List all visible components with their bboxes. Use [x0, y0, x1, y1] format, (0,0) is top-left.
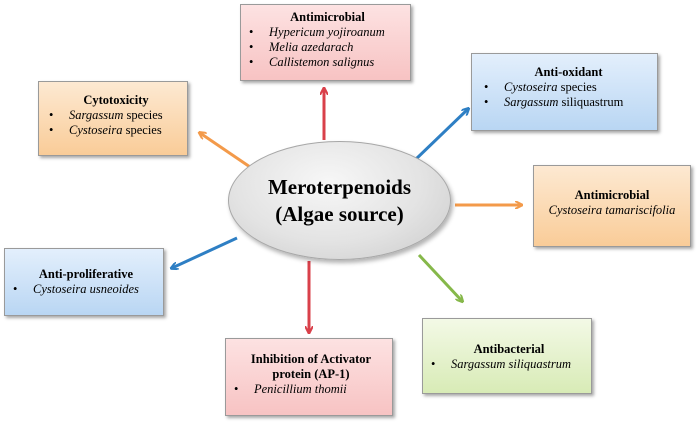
antimicrobial-right-title: Antimicrobial [574, 188, 650, 202]
list-item: •Sargassum species [49, 108, 163, 122]
antiproliferative-box: Anti-proliferative •Cystoseira usneoides [4, 248, 164, 316]
antimicrobial-top-title: Antimicrobial [290, 10, 365, 24]
antioxidant-box: Anti-oxidant •Cystoseira species •Sargas… [471, 53, 658, 131]
list-item: •Cystoseira species [49, 123, 162, 137]
center-title-line2: (Algae source) [275, 201, 404, 226]
list-item: •Melia azedarach [249, 40, 354, 54]
cytotoxicity-box: Cytotoxicity •Sargassum species •Cystose… [38, 81, 188, 156]
antibacterial-title: Antibacterial [473, 342, 545, 356]
antimicrobial-right-species: Cystoseira tamariscifolia [548, 203, 676, 217]
inhibition-box: Inhibition of Activator protein (AP-1) •… [225, 338, 393, 416]
list-item: •Hypericum yojiroanum [249, 25, 385, 39]
list-item: •Sargassum siliquastrum [484, 95, 624, 109]
list-item: •Callistemon salignus [249, 55, 375, 69]
antioxidant-title: Anti-oxidant [534, 65, 603, 79]
antibacterial-box: Antibacterial •Sargassum siliquastrum [422, 318, 592, 394]
arrow-to-antibacterial [417, 253, 462, 301]
center-title-line1: Meroterpenoids [267, 174, 412, 199]
arrow-to-antioxidant [413, 109, 468, 162]
list-item: •Sargassum siliquastrum [431, 357, 572, 371]
antimicrobial-right-box: Antimicrobial Cystoseira tamariscifolia [533, 165, 691, 247]
inhibition-title-line2: protein (AP-1) [272, 367, 350, 381]
arrow-to-cytotoxicity [200, 133, 254, 171]
inhibition-title-line1: Inhibition of Activator [250, 352, 372, 366]
list-item: •Penicillium thomii [234, 382, 347, 396]
center-ellipse: Meroterpenoids (Algae source) [228, 141, 451, 260]
cytotoxicity-title: Cytotoxicity [83, 93, 149, 107]
arrow-to-antiproliferative [172, 236, 238, 268]
antimicrobial-top-box: Antimicrobial •Hypericum yojiroanum •Mel… [240, 4, 411, 81]
list-item: •Cystoseira species [484, 80, 597, 94]
antiproliferative-title: Anti-proliferative [38, 267, 134, 281]
list-item: •Cystoseira usneoides [13, 282, 139, 296]
